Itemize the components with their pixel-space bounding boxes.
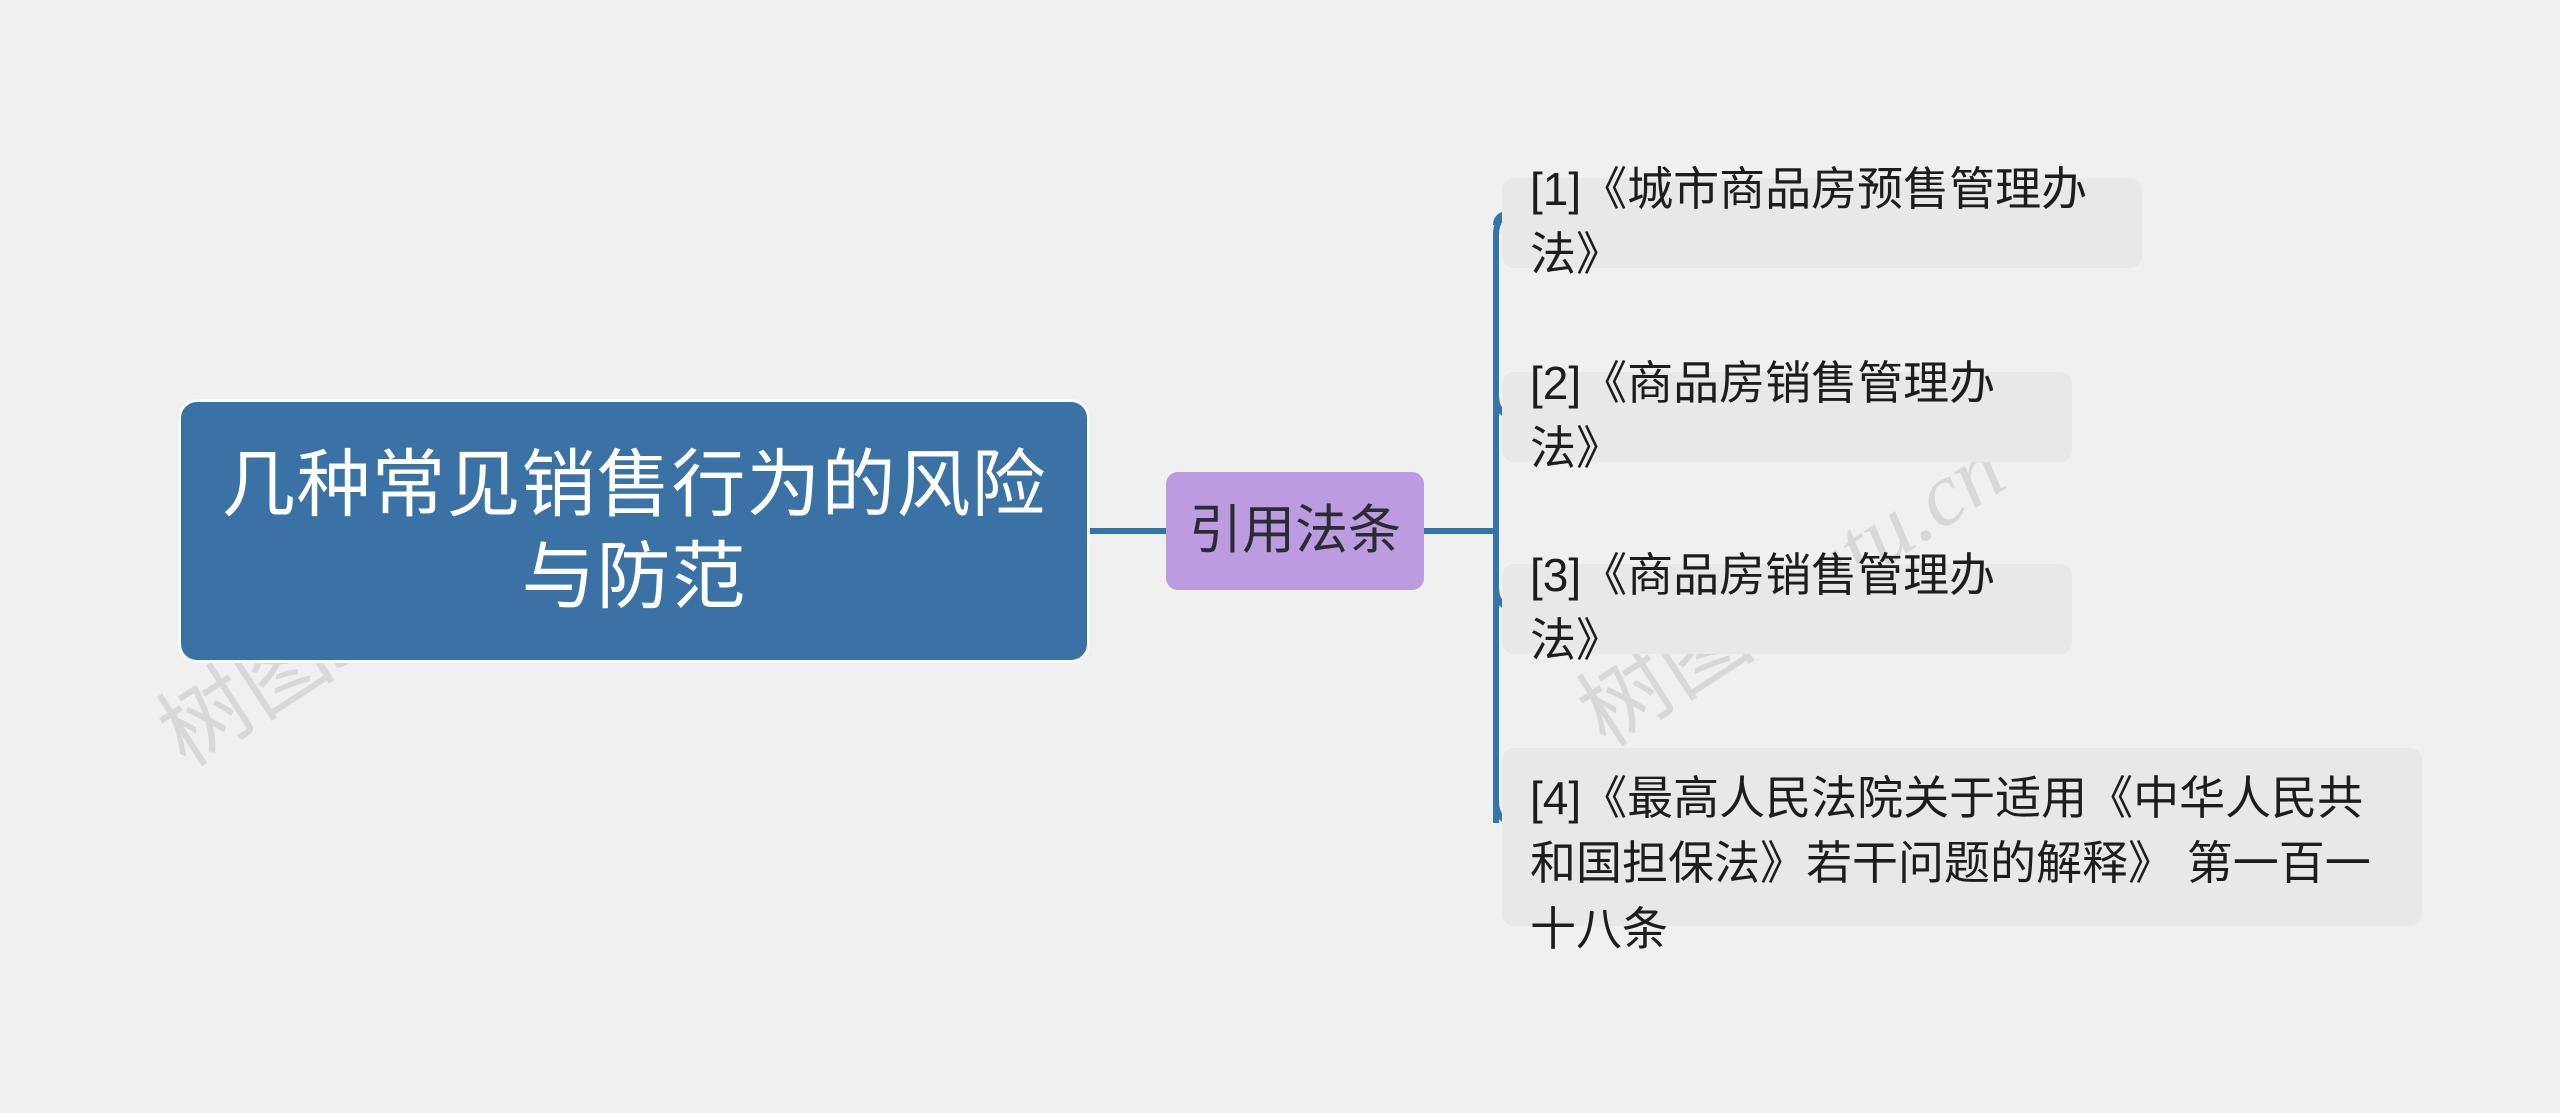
leaf-node[interactable]: [2]《商品房销售管理办法》: [1502, 357, 2072, 474]
leaf-node-label: [1]《城市商品房预售管理办法》: [1530, 162, 2088, 280]
branch-node-label: 引用法条: [1189, 501, 1401, 561]
leaf-node[interactable]: [3]《商品房销售管理办法》: [1502, 549, 2072, 666]
leaf-node-label: [2]《商品房销售管理办法》: [1530, 356, 1996, 474]
leaf-node-label: [4]《最高人民法院关于适用《中华人民共和国担保法》若干问题的解释》 第一百一十…: [1530, 772, 2371, 955]
root-node-label: 几种常见销售行为的风险与防范: [221, 443, 1047, 618]
leaf-node[interactable]: [4]《最高人民法院关于适用《中华人民共和国担保法》若干问题的解释》 第一百一十…: [1502, 748, 2422, 955]
leaf-node[interactable]: [1]《城市商品房预售管理办法》: [1502, 163, 2142, 280]
leaf-node-label: [3]《商品房销售管理办法》: [1530, 548, 1996, 666]
root-node[interactable]: 几种常见销售行为的风险与防范: [181, 402, 1087, 660]
branch-node-citations[interactable]: 引用法条: [1166, 472, 1424, 590]
